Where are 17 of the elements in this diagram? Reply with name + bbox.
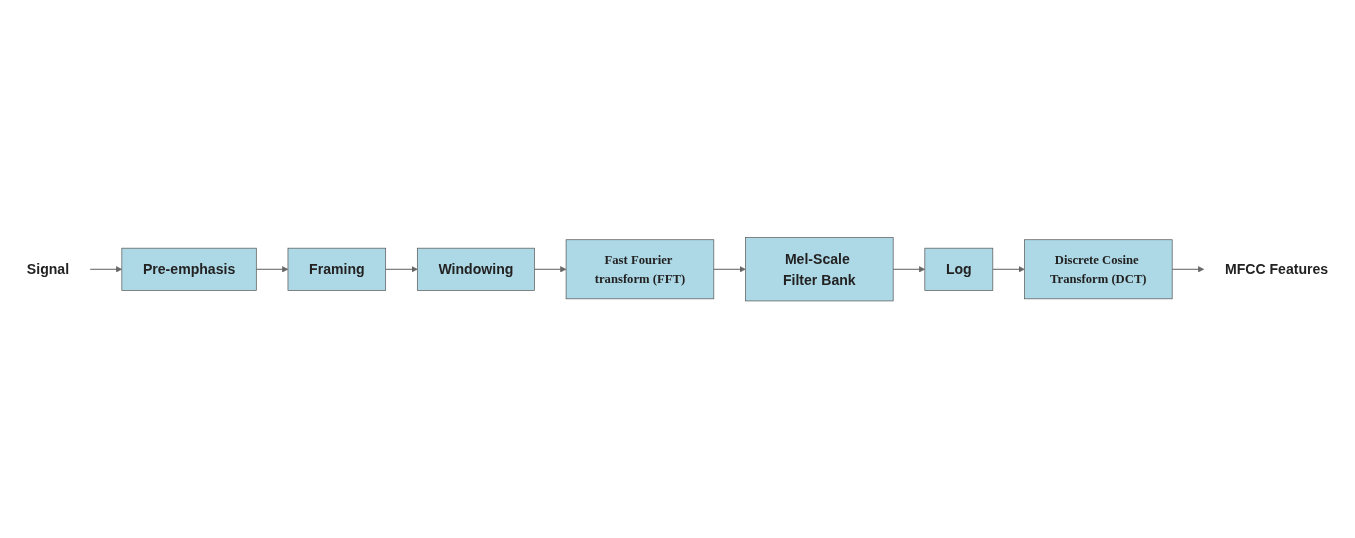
arrow	[255, 265, 289, 273]
arrow	[992, 265, 1025, 273]
node-box: Windowing	[416, 247, 535, 291]
node-text: MFCC Features	[1224, 261, 1329, 277]
arrow	[892, 265, 926, 273]
node-box: Framing	[287, 247, 387, 291]
arrow	[1171, 265, 1205, 273]
arrow	[533, 265, 567, 273]
node-box: Fast Fourier transform (FFT)	[565, 239, 715, 299]
arrow	[713, 265, 746, 273]
node-text: Signal	[26, 261, 70, 277]
arrow	[385, 265, 418, 273]
node-box: Discrete Cosine Transform (DCT)	[1024, 239, 1173, 299]
node-box: Pre-emphasis	[121, 247, 257, 291]
node-box: Log	[924, 247, 994, 291]
arrow	[89, 265, 123, 273]
node-box: Mel-Scale Filter Bank	[745, 237, 894, 301]
